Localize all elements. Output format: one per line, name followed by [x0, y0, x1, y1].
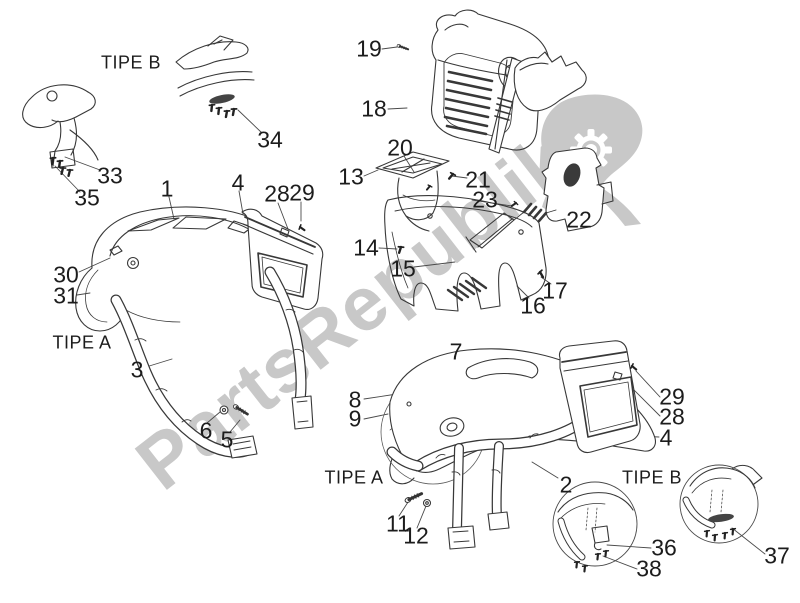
- front-mudguard-1-drawing: [75, 206, 324, 459]
- part-22-23-bracket-drawing: [465, 147, 614, 253]
- rear-mudguard-7-drawing: [380, 340, 656, 550]
- part-34-fender-lip-drawing: [175, 35, 255, 119]
- part-18-shroud-drawing: [395, 9, 587, 154]
- part-14-16-cowl-drawing: [384, 195, 547, 312]
- inset-detail-36-38-drawing: [552, 481, 638, 573]
- part-13-20-duct-drawing: [375, 151, 457, 232]
- part-33-35-bracket-drawing: [22, 84, 99, 178]
- leader-lines: [54, 46, 766, 570]
- inset-detail-37-drawing: [679, 464, 763, 544]
